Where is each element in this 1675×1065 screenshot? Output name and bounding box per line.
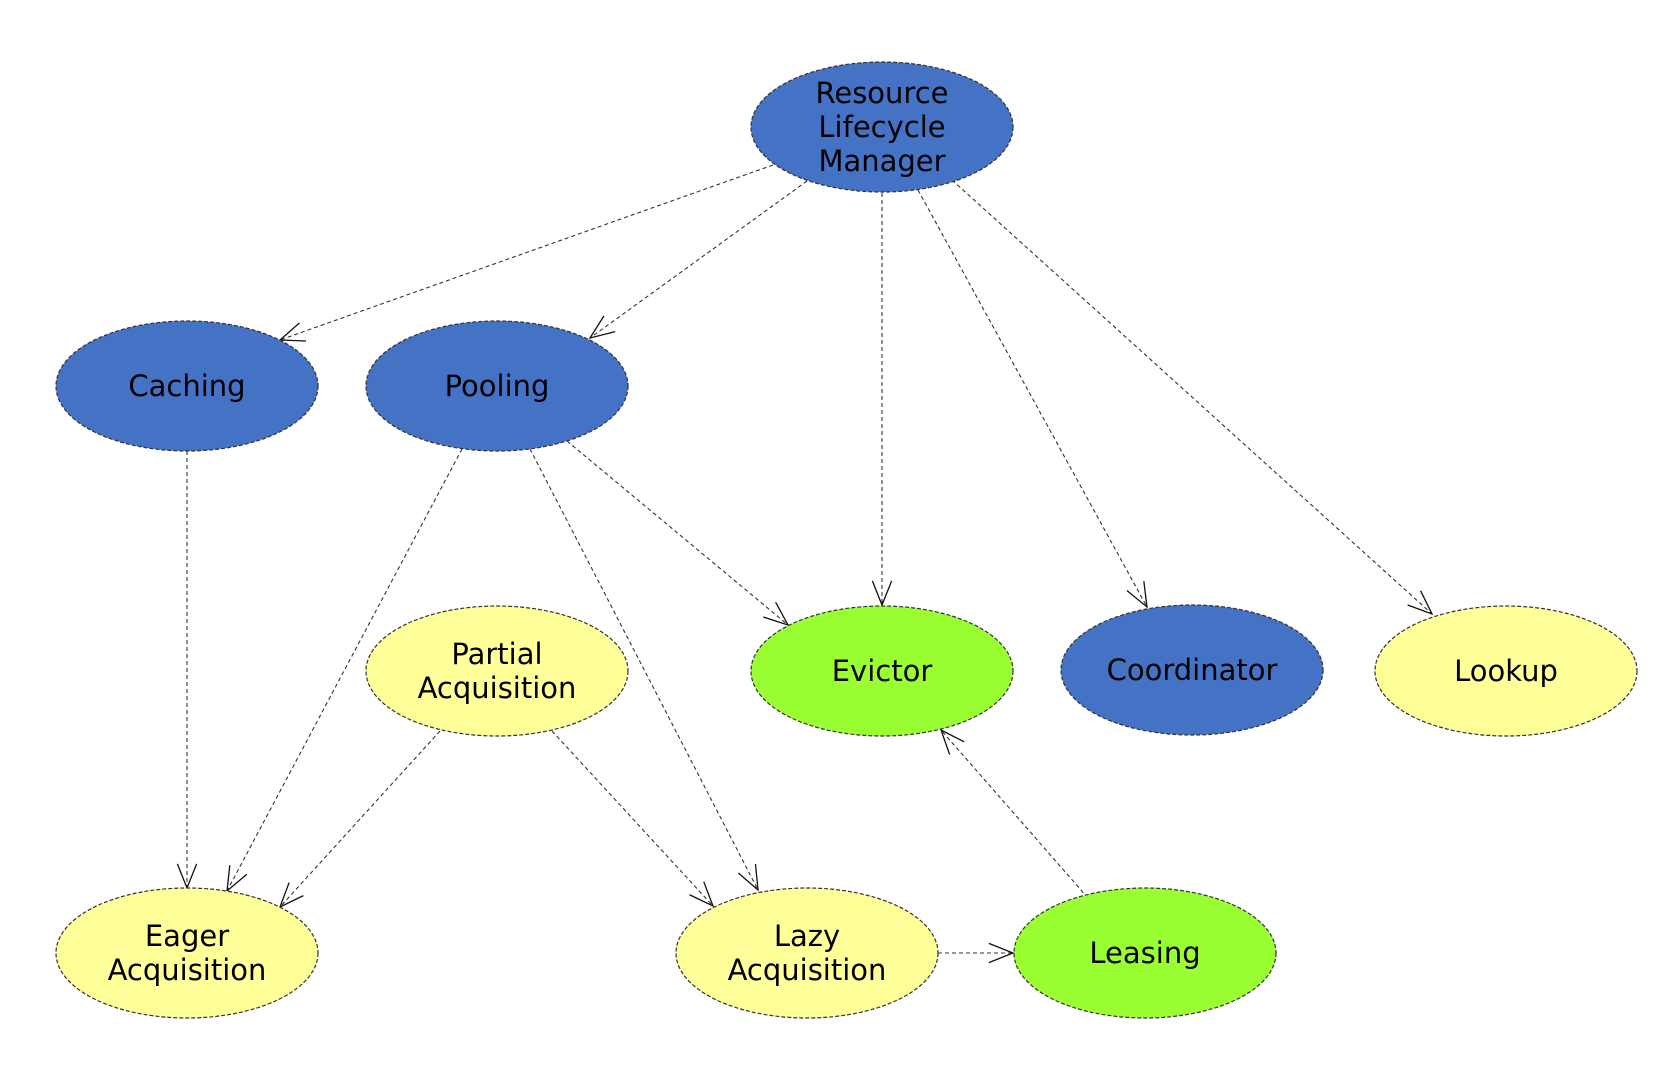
node-pooling[interactable]: Pooling bbox=[365, 320, 629, 452]
node-label: Leasing bbox=[1089, 936, 1200, 970]
node-caching[interactable]: Caching bbox=[55, 320, 319, 452]
node-ellipse bbox=[750, 61, 1014, 193]
node-label: Evictor bbox=[832, 654, 933, 688]
edge-partial-acquisition-to-eager-acquisition bbox=[278, 730, 441, 909]
node-label: Lookup bbox=[1454, 654, 1558, 688]
edge-resource-lifecycle-manager-to-evictor bbox=[871, 193, 893, 607]
edge-lazy-acquisition-to-leasing bbox=[938, 942, 1015, 964]
edge-resource-lifecycle-manager-to-caching bbox=[278, 164, 774, 342]
node-evictor[interactable]: Evictor bbox=[750, 605, 1014, 737]
edge-resource-lifecycle-manager-to-pooling bbox=[588, 180, 808, 340]
node-ellipse bbox=[365, 605, 629, 737]
arrowhead-icon bbox=[588, 315, 616, 340]
node-label: Caching bbox=[128, 369, 245, 403]
node-ellipse bbox=[750, 605, 1014, 737]
node-ellipse bbox=[1013, 887, 1277, 1019]
node-label: Coordinator bbox=[1107, 653, 1278, 687]
edge-resource-lifecycle-manager-to-coordinator bbox=[917, 189, 1148, 609]
edge-resource-lifecycle-manager-to-lookup bbox=[951, 179, 1434, 616]
edge-leasing-to-evictor bbox=[939, 728, 1089, 899]
node-coordinator[interactable]: Coordinator bbox=[1060, 604, 1324, 736]
node-label: Eager bbox=[145, 919, 229, 953]
node-ellipse bbox=[365, 320, 629, 452]
node-label: Acquisition bbox=[418, 671, 577, 705]
edge-pooling-to-eager-acquisition bbox=[226, 448, 463, 893]
edge-line bbox=[551, 730, 714, 907]
node-label: Lazy bbox=[774, 919, 840, 953]
node-label: Acquisition bbox=[728, 953, 887, 987]
edge-caching-to-eager-acquisition bbox=[176, 451, 198, 890]
arrowhead-icon bbox=[988, 942, 1015, 964]
node-lookup[interactable]: Lookup bbox=[1374, 605, 1638, 737]
arrowhead-icon bbox=[1126, 581, 1148, 609]
node-ellipse bbox=[55, 320, 319, 452]
node-ellipse bbox=[675, 887, 939, 1019]
edges-layer bbox=[176, 164, 1434, 964]
edge-line bbox=[589, 180, 808, 339]
node-ellipse bbox=[55, 887, 319, 1019]
node-leasing[interactable]: Leasing bbox=[1013, 887, 1277, 1019]
edge-line bbox=[940, 729, 1089, 899]
arrowhead-icon bbox=[763, 601, 790, 627]
edge-line bbox=[917, 189, 1148, 608]
node-ellipse bbox=[1060, 604, 1324, 736]
node-label: Resource bbox=[816, 76, 949, 110]
edge-line bbox=[566, 440, 789, 626]
edge-line bbox=[279, 730, 441, 908]
node-ellipse bbox=[1374, 605, 1638, 737]
node-label: Partial bbox=[451, 637, 542, 671]
arrowhead-icon bbox=[871, 580, 893, 607]
arrowhead-icon bbox=[737, 864, 759, 892]
edge-partial-acquisition-to-lazy-acquisition bbox=[551, 730, 715, 908]
node-label: Acquisition bbox=[108, 953, 267, 987]
arrowhead-icon bbox=[1407, 590, 1434, 616]
arrowhead-icon bbox=[939, 728, 965, 755]
node-label: Pooling bbox=[445, 369, 550, 403]
node-label: Manager bbox=[818, 144, 945, 178]
edge-pooling-to-lazy-acquisition bbox=[529, 448, 759, 892]
arrowhead-icon bbox=[689, 881, 715, 908]
edge-line bbox=[279, 164, 774, 341]
edge-line bbox=[951, 179, 1433, 615]
edge-line bbox=[529, 448, 759, 891]
arrowhead-icon bbox=[226, 865, 248, 893]
edge-pooling-to-evictor bbox=[566, 440, 790, 627]
node-label: Lifecycle bbox=[818, 110, 945, 144]
